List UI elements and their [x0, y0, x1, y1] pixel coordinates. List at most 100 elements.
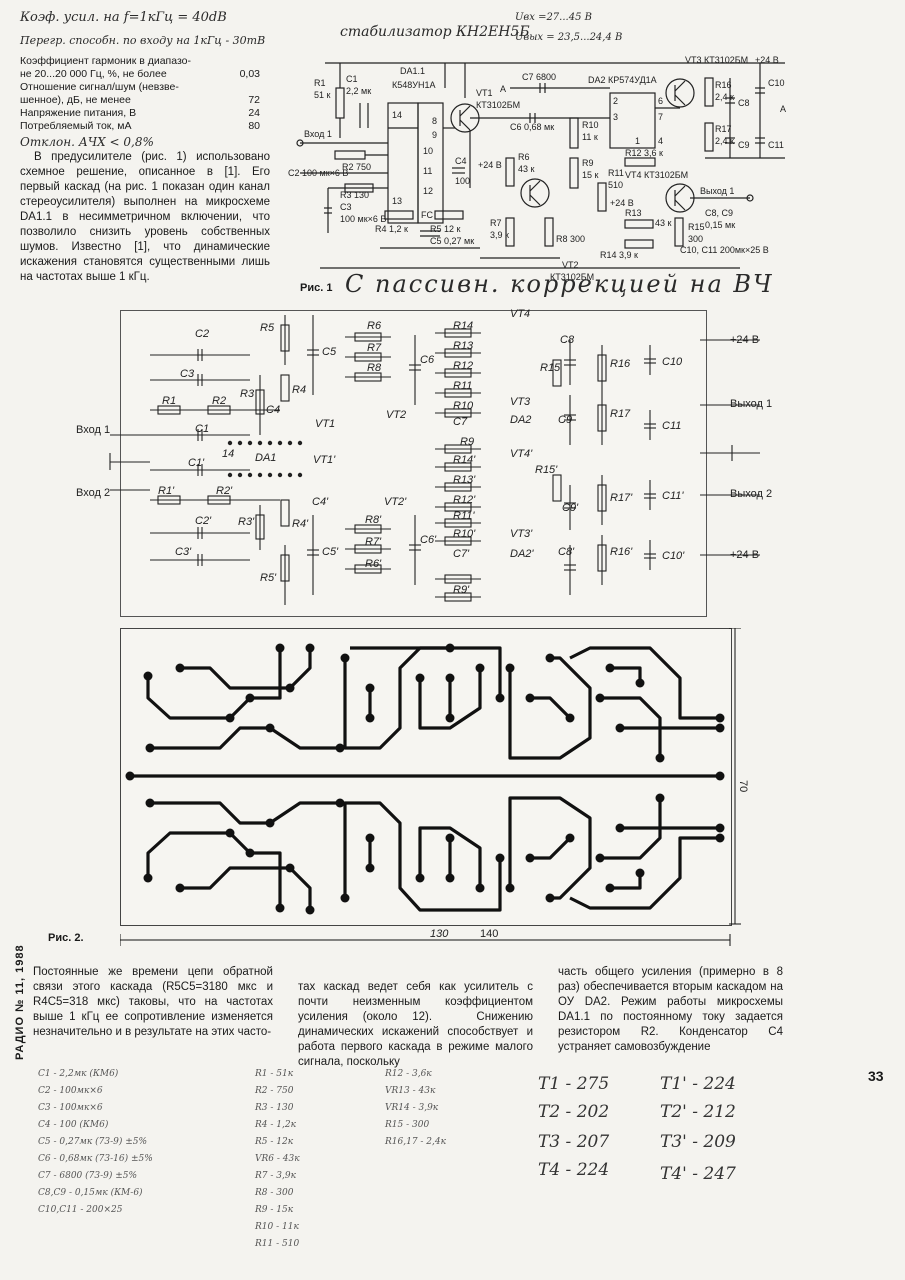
label-r11: R11 — [608, 168, 624, 178]
label-r10: R10 — [582, 120, 599, 130]
label-da2-prime: DA2' — [510, 548, 534, 560]
label-plus24-b: +24 В — [478, 160, 502, 170]
label-c1-prime: C1' — [188, 457, 205, 469]
label-r6-prime: R6' — [365, 558, 382, 570]
spec-value: 80 — [248, 120, 260, 132]
label-r2: R2 750 — [342, 162, 371, 172]
label-r2: R2 — [212, 395, 226, 407]
handwritten-uin: Uвх =27...45 В — [515, 12, 592, 23]
pcb-pad — [285, 683, 295, 693]
pcb-pad — [715, 723, 725, 733]
handwritten-overload: Перегр. способн. по входу на 1кГц - 30mB — [20, 34, 266, 47]
note-line: R2 - 750 — [255, 1086, 294, 1096]
label-c7: C7 — [453, 416, 468, 428]
label-c9-prime: C9' — [562, 502, 579, 514]
pcb-pad — [475, 883, 485, 893]
label-vt4: VT4 КТ3102БМ — [625, 170, 688, 180]
label-in1: Вход 1 — [304, 129, 332, 139]
note-line: C8,C9 - 0,15мк (КМ-6) — [38, 1188, 143, 1198]
note-line: R7 - 3,9к — [255, 1171, 296, 1181]
pcb-pad — [445, 643, 455, 653]
label-c3-value: 100 мк×6 В — [340, 214, 386, 224]
label-c4-prime: C4' — [312, 496, 329, 508]
pcb-pad — [265, 723, 275, 733]
dim-height: 70 — [737, 780, 749, 792]
component-layout-drawing: Вход 1 Вход 2 Выход 1 Выход 2 +24 В +24 … — [76, 308, 772, 605]
label-vt2-type: КТ3102БМ — [550, 272, 594, 282]
pcb-pad — [175, 883, 185, 893]
label-c8-prime: C8' — [558, 546, 575, 558]
label-vt1-prime: VT1' — [313, 454, 336, 466]
pcb-pad — [715, 713, 725, 723]
handwritten-uout: Uвых = 23,5...24,4 В — [515, 32, 623, 43]
label-r6-value: 43 к — [518, 164, 535, 174]
transistor-value-t4-prime: T4' - 247 — [660, 1164, 736, 1184]
handwritten-stabilizer: стабилизатор КН2ЕН5Б — [340, 24, 530, 40]
pcb-pad — [365, 713, 375, 723]
label-r3: R3 130 — [340, 190, 369, 200]
pcb-pad — [445, 873, 455, 883]
label-c8: C8 — [738, 98, 750, 108]
label-r9-prime: R9' — [453, 584, 470, 596]
label-c8: C8 — [560, 334, 575, 346]
label-c11-prime: C11' — [662, 490, 684, 502]
journal-reference: РАДИО № 11, 1988 — [14, 944, 26, 1060]
label-vt1-type: КТ3102БМ — [476, 100, 520, 110]
pcb-pad — [245, 693, 255, 703]
label-r8-prime: R8' — [365, 514, 382, 526]
label-pin13: 13 — [392, 196, 402, 206]
pcb-pad — [305, 905, 315, 915]
ic-pin-dot — [247, 472, 253, 478]
pcb-pad — [265, 818, 275, 828]
label-r7-value: 3,9 к — [490, 230, 509, 240]
label-r6: R6 — [518, 152, 530, 162]
label-da1: DA1 — [255, 452, 276, 464]
label-fc: FC — [421, 210, 433, 220]
label-pin12: 12 — [423, 186, 433, 196]
pcb-pad — [595, 693, 605, 703]
ic-pin-dot — [297, 472, 303, 478]
pcb-pad — [143, 671, 153, 681]
label-pin7: 7 — [658, 112, 663, 122]
pcb-pad — [715, 833, 725, 843]
note-line: R9 - 15к — [255, 1205, 294, 1215]
label-da11: DA1.1 — [400, 66, 425, 76]
text-column-3: часть общего усиления (примерно в 8 раз)… — [558, 966, 783, 1053]
note-line: R4 - 1,2к — [255, 1120, 296, 1130]
ic-pin-dot — [237, 472, 243, 478]
pcb-pad — [305, 643, 315, 653]
pcb-pad — [365, 863, 375, 873]
label-r1-prime: R1' — [158, 485, 175, 497]
label-c10: C10 — [662, 356, 683, 368]
label-r5: R5 12 к — [430, 224, 461, 234]
note-line: R8 - 300 — [255, 1188, 294, 1198]
pcb-pad — [635, 678, 645, 688]
label-r12: R12 3,6 к — [625, 148, 663, 158]
label-c8-c9-value: 0,15 мк — [705, 220, 735, 230]
label-pin8: 8 — [432, 116, 437, 126]
note-line: R10 - 11к — [255, 1222, 299, 1232]
pcb-pad — [635, 868, 645, 878]
label-r1: R1 — [314, 78, 326, 88]
label-c6-prime: C6' — [420, 534, 437, 546]
handwritten-gain: Коэф. усил. на 𝑓=1кГц = 40dB — [20, 10, 227, 25]
label-c7-prime: C7' — [453, 548, 470, 560]
label-c7: C7 6800 — [522, 72, 556, 82]
label-r13: R13 — [625, 208, 642, 218]
label-r4-prime: R4' — [292, 518, 309, 530]
label-node-a1: А — [500, 84, 506, 94]
pcb-pad — [225, 828, 235, 838]
pcb-pad — [175, 663, 185, 673]
pcb-pad — [445, 713, 455, 723]
note-line: VR13 - 43к — [385, 1086, 436, 1096]
label-c3: C3 — [340, 202, 352, 212]
pcb-pad — [245, 848, 255, 858]
label-c8-c9: C8, C9 — [705, 208, 733, 218]
label-c2-prime: C2' — [195, 515, 212, 527]
pcb-pad — [545, 653, 555, 663]
page-number: 33 — [868, 1068, 884, 1084]
note-line: C2 - 100мк×6 — [38, 1086, 103, 1096]
label-r7: R7 — [490, 218, 502, 228]
label-node-a2: А — [780, 104, 786, 114]
label-c10-prime: C10' — [662, 550, 685, 562]
